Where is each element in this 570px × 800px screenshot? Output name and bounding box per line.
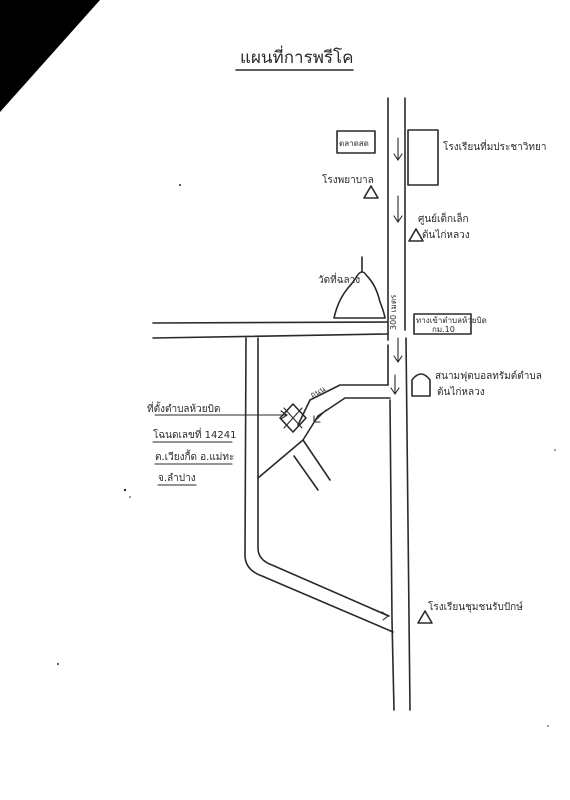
main-road-left-edge: [387, 97, 395, 711]
side-road-bottom-edge: [152, 333, 389, 339]
school-box: [407, 129, 439, 186]
temple-stupa-icon: [333, 256, 386, 319]
sign-label-2: กม.10: [432, 325, 455, 334]
stadium-arch-icon: [411, 373, 431, 397]
scan-corner-shadow: [0, 0, 100, 112]
site-pointer-line: [154, 410, 288, 420]
branch-fork: [293, 439, 331, 491]
sign-box: [413, 313, 472, 335]
site-info-line-4: จ.ลำปาง: [158, 473, 196, 484]
scan-specks: [57, 184, 556, 727]
stadium-label-2: ต้นไก่หลวง: [437, 386, 485, 398]
market-box: [336, 130, 376, 154]
market-label: ตลาดสด: [339, 139, 369, 148]
hall-triangle: [417, 610, 433, 624]
loop-road-inner: [257, 337, 390, 617]
site-info-line-2: โฉนดเลขที่ 14241: [153, 427, 236, 441]
direction-arrows: [313, 137, 403, 621]
hall-label: โรงเรียนชุมชนรับปักษ์: [428, 600, 523, 613]
hospital-triangle: [363, 185, 379, 199]
branch-road-lower: [257, 397, 391, 479]
school-label: โรงเรียนที่มประชาวิทยา: [443, 139, 546, 153]
site-info-line-3: ต.เวียงกื้ด อ.แม่ทะ: [155, 449, 234, 463]
child-center-label-2: ต้นไก่หลวง: [422, 229, 470, 241]
temple-label: วัดที่ฉลาง: [318, 272, 360, 286]
side-road-top-edge: [152, 321, 389, 324]
site-info: ที่ตั้งตำบลห้วยบิด โฉนดเลขที่ 14241 ต.เว…: [147, 401, 236, 486]
hospital-label: โรงพยาบาล: [322, 173, 374, 186]
branch-road-upper: [297, 384, 389, 426]
site-info-line-1: ที่ตั้งตำบลห้วยบิด: [147, 401, 220, 415]
road-distance-label: 300 เมตร: [389, 294, 398, 330]
main-road-right-edge: [404, 97, 411, 711]
stadium-label-1: สนามฟุตบอลทรัมต์ตำบล: [435, 370, 542, 382]
child-center-label-1: ศูนย์เด็กเล็ก: [418, 211, 469, 225]
loop-road-outer: [244, 337, 394, 633]
branch-road-label: ถนน: [309, 384, 328, 400]
child-center-triangle: [408, 228, 424, 242]
sign-label-1: ทางเข้าตำบลห้วยบิด: [416, 316, 487, 325]
map-title: แผนที่การพรีโค: [240, 45, 354, 68]
